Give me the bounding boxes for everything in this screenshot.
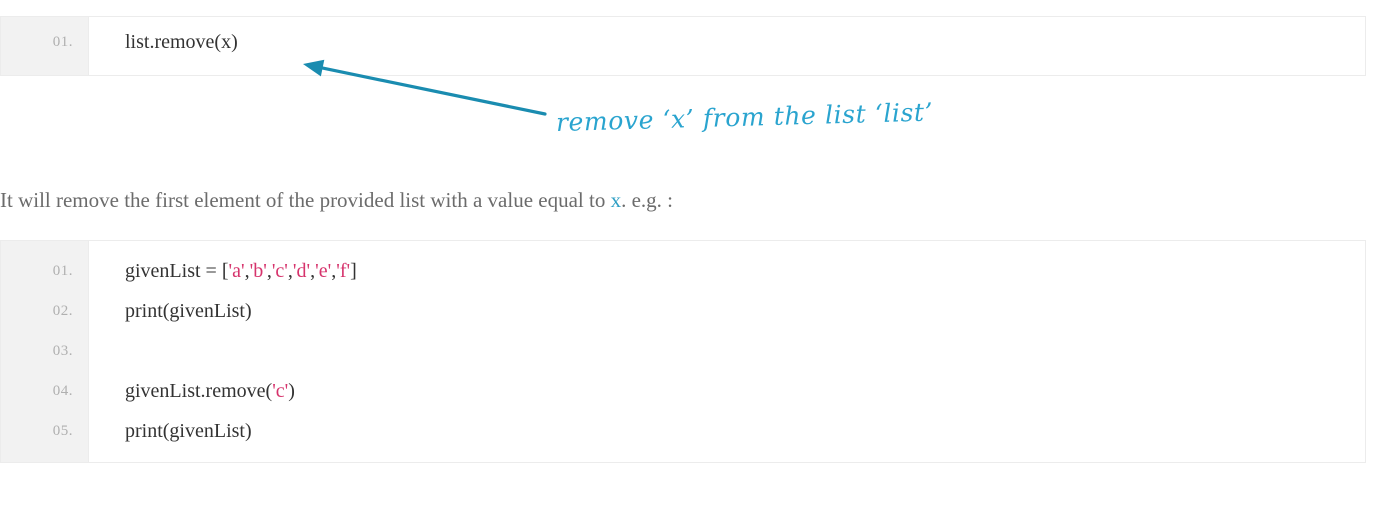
code-line-text: print(givenList) [125,411,1357,451]
code-token: , [331,260,337,282]
explanation-paragraph: It will remove the first element of the … [0,185,1340,215]
handwritten-annotation: remove ‘x’ from the list ‘list’ [555,97,934,137]
line-number: 05. [52,423,73,439]
string-literal-token: 'f' [336,260,351,282]
code-line-text: print(givenList) [125,291,1357,331]
line-number: 03. [52,343,73,359]
code-token: ) [288,380,295,402]
string-literal-token: 'b' [249,260,267,282]
string-literal-token: 'a' [228,260,245,282]
code-line: 01. list.remove(x) [1,22,1365,62]
code-token: givenList.remove( [125,380,273,402]
code-token: print(givenList) [125,300,252,322]
code-rows: 01.givenList = ['a','b','c','d','e','f']… [1,241,1365,461]
code-line: 02. print(givenList) [1,291,1365,331]
code-line-text: givenList = ['a','b','c','d','e','f'] [125,251,1357,291]
code-line: 05. print(givenList) [1,411,1365,451]
code-token: list.remove(x) [125,31,238,53]
code-token: ] [350,260,357,282]
paragraph-text-before: It will remove the first element of the … [0,188,611,212]
paragraph-text-after: . e.g. : [621,188,673,212]
code-token: , [287,260,293,282]
code-token: , [266,260,272,282]
line-number: 01. [52,34,73,50]
code-line: 01.givenList = ['a','b','c','d','e','f'] [1,251,1365,291]
code-token: , [244,260,250,282]
code-line-text: list.remove(x) [125,22,1357,62]
line-number: 01. [52,263,73,279]
line-number: 02. [52,303,73,319]
code-rows: 01. list.remove(x) [1,17,1365,72]
code-line: 04. givenList.remove('c') [1,371,1365,411]
code-token: , [310,260,316,282]
code-block-syntax: 01. list.remove(x) [0,16,1366,76]
string-literal-token: 'c' [272,380,289,402]
code-line: 03. [1,331,1365,371]
code-block-example: 01.givenList = ['a','b','c','d','e','f']… [0,240,1366,463]
line-number: 04. [52,383,73,399]
code-token: print(givenList) [125,420,252,442]
line-number-gutter [1,17,89,75]
line-number-gutter [1,241,89,462]
code-line-text: givenList.remove('c') [125,371,1357,411]
string-literal-token: 'c' [271,260,288,282]
string-literal-token: 'e' [315,260,332,282]
inline-code-x: x [610,188,622,212]
string-literal-token: 'd' [292,260,311,282]
code-token: givenList = [ [125,260,229,282]
